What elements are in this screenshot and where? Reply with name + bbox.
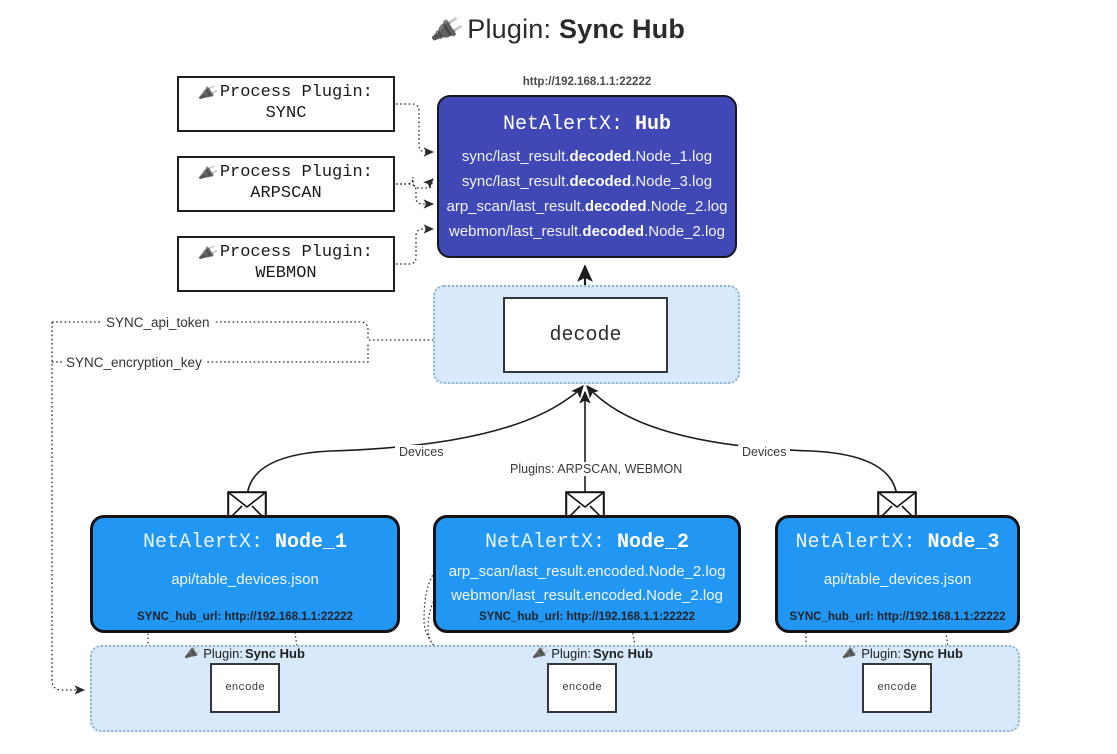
process-plugin-name: SYNC xyxy=(265,104,307,123)
node-title-name: Node_3 xyxy=(927,531,1000,554)
log-pre: arp_scan/last_result. xyxy=(446,197,585,215)
node-title: NetAlertX: Node_2 xyxy=(436,531,738,554)
log-post: .Node_2.log xyxy=(644,222,725,240)
node-line: api/table_devices.json xyxy=(823,571,972,588)
node-title-prefix: NetAlertX: xyxy=(484,531,605,554)
hub-log-row: sync/last_result.decoded.Node_3.log xyxy=(439,170,735,195)
encode-box-node-2[interactable]: encode xyxy=(547,663,617,713)
log-em: decoded xyxy=(569,172,632,190)
hub-log-row: sync/last_result.decoded.Node_1.log xyxy=(439,145,735,170)
plug-icon: 🔌 xyxy=(197,82,220,105)
node-line-list: api/table_devices.json xyxy=(778,568,1017,592)
node-line-list: api/table_devices.json xyxy=(93,568,397,592)
plugin-label-prefix: Plugin: xyxy=(861,646,901,661)
edge-label-devices-left: Devices xyxy=(395,445,448,459)
hub-url-label: http://192.168.1.1:22222 xyxy=(522,76,652,88)
log-pre: webmon/last_result. xyxy=(449,222,583,240)
plugin-label-name: Sync Hub xyxy=(592,646,653,661)
log-pre: sync/last_result. xyxy=(461,148,570,165)
node-title-name: Node_1 xyxy=(275,531,348,554)
log-pre: sync/last_result. xyxy=(461,172,570,190)
page-title-prefix: Plugin: xyxy=(467,14,552,44)
hub-log-row: webmon/last_result.decoded.Node_2.log xyxy=(439,220,735,245)
page-title-name: Sync Hub xyxy=(558,14,686,44)
log-post: .Node_1.log xyxy=(631,148,713,165)
process-plugin-sync[interactable]: 🔌Process Plugin: SYNC xyxy=(177,76,395,132)
node-title-prefix: NetAlertX: xyxy=(795,531,916,554)
hub-title: NetAlertX: Hub xyxy=(439,113,735,136)
node-title-prefix: NetAlertX: xyxy=(142,531,263,554)
log-em: decoded xyxy=(569,148,632,165)
node-hub-url: SYNC_hub_url: http://192.168.1.1:22222 xyxy=(136,611,354,623)
plugin-label-node-3: 🔌Plugin: Sync Hub xyxy=(841,644,963,663)
sync-encryption-key-label: SYNC_encryption_key xyxy=(62,355,206,370)
node-3[interactable]: NetAlertX: Node_3 api/table_devices.json… xyxy=(775,515,1020,633)
plug-icon: 🔌 xyxy=(197,162,220,185)
hub-title-prefix: NetAlertX: xyxy=(502,113,623,136)
plug-icon: 🔌 xyxy=(429,13,466,47)
process-plugin-name: ARPSCAN xyxy=(250,184,322,203)
node-hub-url: SYNC_hub_url: http://192.168.1.1:22222 xyxy=(478,611,696,623)
plugin-label-node-1: 🔌Plugin: Sync Hub xyxy=(183,644,305,663)
process-plugin-name: WEBMON xyxy=(255,264,317,283)
encode-box-node-1[interactable]: encode xyxy=(210,663,280,713)
sync-api-token-label: SYNC_api_token xyxy=(102,315,214,330)
hub-node[interactable]: NetAlertX: Hub sync/last_result.decoded.… xyxy=(437,95,737,258)
plugin-label-prefix: Plugin: xyxy=(551,646,591,661)
node-line-list: arp_scan/last_result.encoded.Node_2.log … xyxy=(436,560,738,609)
node-title: NetAlertX: Node_3 xyxy=(778,531,1017,554)
plugin-label-prefix: Plugin: xyxy=(203,646,243,661)
node-line: arp_scan/last_result.encoded.Node_2.log xyxy=(448,563,726,580)
node-1[interactable]: NetAlertX: Node_1 api/table_devices.json… xyxy=(90,515,400,633)
node-2[interactable]: NetAlertX: Node_2 arp_scan/last_result.e… xyxy=(433,515,741,633)
hub-log-row: arp_scan/last_result.decoded.Node_2.log xyxy=(439,195,735,220)
log-em: decoded xyxy=(582,222,645,240)
decode-box[interactable]: decode xyxy=(503,297,668,373)
plug-icon: 🔌 xyxy=(197,242,220,265)
node-line: api/table_devices.json xyxy=(171,571,319,588)
node-title-name: Node_2 xyxy=(617,531,690,554)
process-plugin-arpscan[interactable]: 🔌Process Plugin: ARPSCAN xyxy=(177,156,395,212)
process-plugin-webmon[interactable]: 🔌Process Plugin: WEBMON xyxy=(177,236,395,292)
node-hub-url: SYNC_hub_url: http://192.168.1.1:22222 xyxy=(789,611,1006,623)
plugin-label-name: Sync Hub xyxy=(902,646,963,661)
node-line: webmon/last_result.encoded.Node_2.log xyxy=(451,587,723,605)
log-post: .Node_3.log xyxy=(631,172,713,190)
plugin-label-node-2: 🔌Plugin: Sync Hub xyxy=(531,644,653,663)
process-plugin-label: Process Plugin: xyxy=(219,83,373,103)
plug-icon: 🔌 xyxy=(841,644,861,663)
edge-label-plugins: Plugins: ARPSCAN, WEBMON xyxy=(506,462,687,476)
log-em: decoded xyxy=(584,197,647,215)
plug-icon: 🔌 xyxy=(183,644,203,663)
hub-log-list: sync/last_result.decoded.Node_1.log sync… xyxy=(439,145,735,245)
process-plugin-label: Process Plugin: xyxy=(219,163,373,183)
node-title: NetAlertX: Node_1 xyxy=(93,531,397,554)
log-post: .Node_2.log xyxy=(646,197,728,215)
encode-box-node-3[interactable]: encode xyxy=(862,663,932,713)
edge-label-devices-right: Devices xyxy=(738,445,791,459)
plugin-label-name: Sync Hub xyxy=(244,646,305,661)
plug-icon: 🔌 xyxy=(531,644,551,663)
hub-title-name: Hub xyxy=(635,113,672,136)
process-plugin-label: Process Plugin: xyxy=(219,243,373,263)
page-title: 🔌Plugin: Sync Hub xyxy=(0,13,1117,47)
